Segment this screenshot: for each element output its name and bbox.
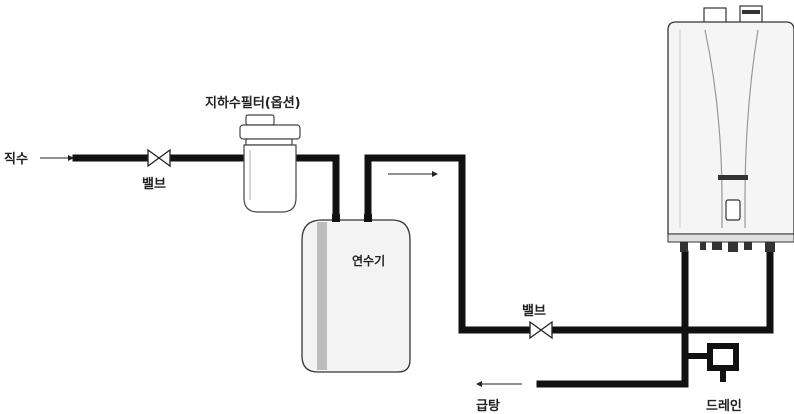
softener-icon <box>301 214 411 373</box>
hot-water-pipe <box>536 250 689 388</box>
direct-water-label: 직수 <box>4 151 28 167</box>
valve-2-label: 밸브 <box>522 304 546 319</box>
filter-icon <box>239 114 301 213</box>
softener-label: 연수기 <box>352 253 385 268</box>
water-heater-icon <box>667 5 794 252</box>
hot-water-supply-label: 급탕 <box>476 398 500 414</box>
valve-1-label: 밸브 <box>142 177 166 192</box>
filter-label: 지하수필터(옵션) <box>205 95 301 111</box>
valve-icon <box>529 320 553 340</box>
flow-arrow-right-icon <box>388 171 438 177</box>
inlet-arrow-icon <box>40 155 74 161</box>
hot-water-arrow-left-icon <box>476 381 522 387</box>
drain-label: 드레인 <box>706 398 742 414</box>
inlet-pipe <box>72 154 340 222</box>
softener-outlet-pipe <box>364 154 774 334</box>
valve-icon <box>147 148 171 168</box>
drain-trap-icon <box>685 343 739 382</box>
